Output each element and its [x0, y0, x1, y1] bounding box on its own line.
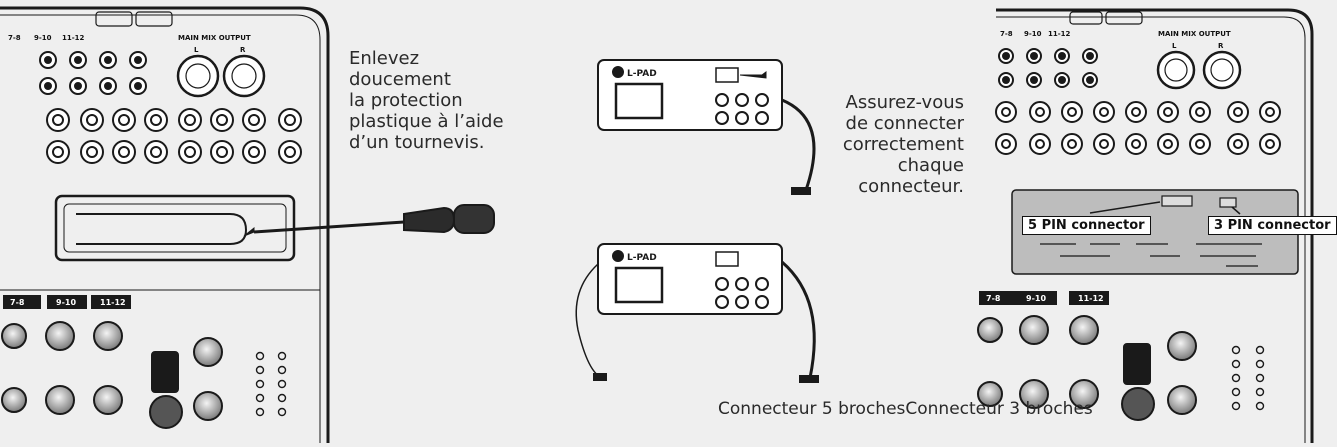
- svg-text:L: L: [1172, 42, 1177, 50]
- left-cover-plate: [54, 194, 296, 262]
- module-bottom: [575, 243, 819, 383]
- svg-text:11-12: 11-12: [100, 298, 126, 307]
- left-label-910: 9-10: [34, 34, 52, 42]
- svg-text:MAIN MIX OUTPUT: MAIN MIX OUTPUT: [1158, 30, 1231, 38]
- right-lower-section: [977, 291, 1265, 421]
- svg-text:11-12: 11-12: [1048, 30, 1071, 38]
- svg-text:9-10: 9-10: [56, 298, 76, 307]
- module-bottom-brand: L-PAD: [627, 253, 657, 263]
- left-mixer-panel: [0, 6, 330, 443]
- right-jacks: [995, 48, 1281, 155]
- left-label-78: 7-8: [8, 34, 21, 42]
- connector-caption: Connecteur 5 brochesConnecteur 3 broches: [718, 399, 1093, 419]
- left-label-1112: 11-12: [62, 34, 85, 42]
- right-panel-labels: 7-8 9-10 11-12 MAIN MIX OUTPUT L R: [1000, 30, 1231, 50]
- svg-text:7-8: 7-8: [986, 294, 1001, 303]
- module-top-brand: L-PAD: [627, 69, 657, 79]
- left-label-r: R: [240, 46, 246, 54]
- screwdriver-icon: [243, 204, 495, 237]
- left-jacks: [39, 51, 302, 164]
- svg-text:R: R: [1218, 42, 1224, 50]
- svg-text:9-10: 9-10: [1026, 294, 1046, 303]
- svg-text:7-8: 7-8: [1000, 30, 1013, 38]
- left-panel-labels: 7-8 9-10 11-12 MAIN MIX OUTPUT L R: [8, 34, 251, 54]
- svg-text:11-12: 11-12: [1078, 294, 1104, 303]
- left-label-main-mix: MAIN MIX OUTPUT: [178, 34, 251, 42]
- right-lower-labels: 7-8 9-10 11-12: [986, 294, 1104, 303]
- right-mixer-panel: [996, 8, 1314, 443]
- left-lower-labels: 7-8 9-10 11-12: [10, 298, 126, 307]
- step2-caption: Assurez-vous de connecter correctement c…: [842, 92, 964, 197]
- svg-text:7-8: 7-8: [10, 298, 25, 307]
- left-lower-section: [0, 289, 320, 429]
- module-top: [597, 59, 816, 195]
- tag-3pin-connector: 3 PIN connector: [1208, 216, 1337, 235]
- left-label-l: L: [194, 46, 199, 54]
- step1-caption: Enlevez doucement la protection plastiqu…: [349, 48, 504, 153]
- tag-5pin-connector: 5 PIN connector: [1022, 216, 1151, 235]
- svg-text:9-10: 9-10: [1024, 30, 1042, 38]
